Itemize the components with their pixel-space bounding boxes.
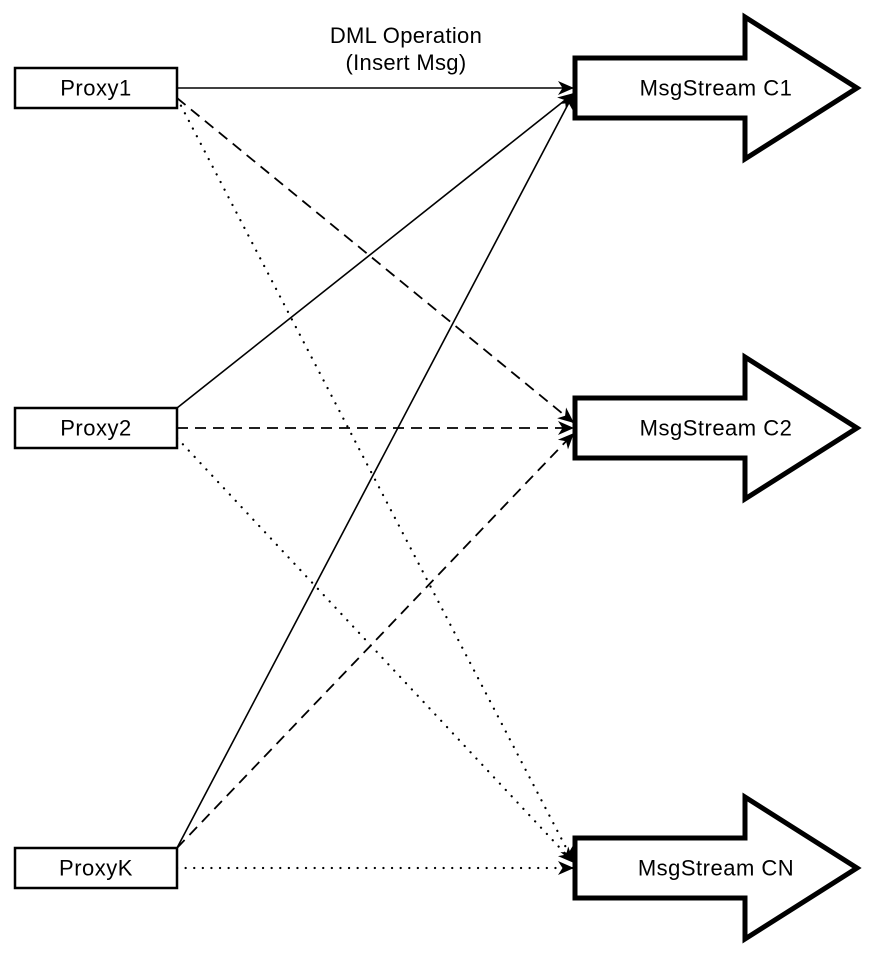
stream-arrow-shape bbox=[572, 792, 862, 944]
proxy-box bbox=[13, 846, 179, 890]
connections-layer bbox=[175, 81, 576, 875]
connection-line-solid bbox=[176, 92, 575, 409]
stream-arrow-shape bbox=[572, 12, 862, 164]
proxy-node-k: ProxyK bbox=[13, 846, 179, 890]
proxy-node-2: Proxy2 bbox=[13, 406, 179, 450]
proxy-box bbox=[13, 66, 179, 110]
connection-line-dotted bbox=[175, 96, 576, 865]
stream-label: MsgStream C1 bbox=[640, 76, 793, 101]
proxy-node-1: Proxy1 bbox=[13, 66, 179, 110]
stream-node-c1: MsgStream C1 bbox=[572, 12, 862, 164]
proxy-box bbox=[13, 406, 179, 450]
stream-arrow-shape bbox=[572, 352, 862, 504]
stream-label: MsgStream C2 bbox=[640, 416, 793, 441]
stream-node-c2: MsgStream C2 bbox=[572, 352, 862, 504]
connection-line-dashed bbox=[176, 432, 575, 849]
connection-line-solid bbox=[176, 92, 575, 849]
connection-line-dashed bbox=[176, 97, 575, 424]
proxy-label: Proxy1 bbox=[60, 76, 131, 101]
diagram-title-line1: DML Operation bbox=[330, 23, 482, 48]
proxy-label: ProxyK bbox=[59, 856, 133, 881]
stream-label: MsgStream CN bbox=[638, 856, 794, 881]
stream-node-cn: MsgStream CN bbox=[572, 792, 862, 944]
connection-line-dotted bbox=[175, 436, 576, 865]
proxy-label: Proxy2 bbox=[60, 416, 131, 441]
diagram-title-line2: (Insert Msg) bbox=[346, 50, 467, 75]
